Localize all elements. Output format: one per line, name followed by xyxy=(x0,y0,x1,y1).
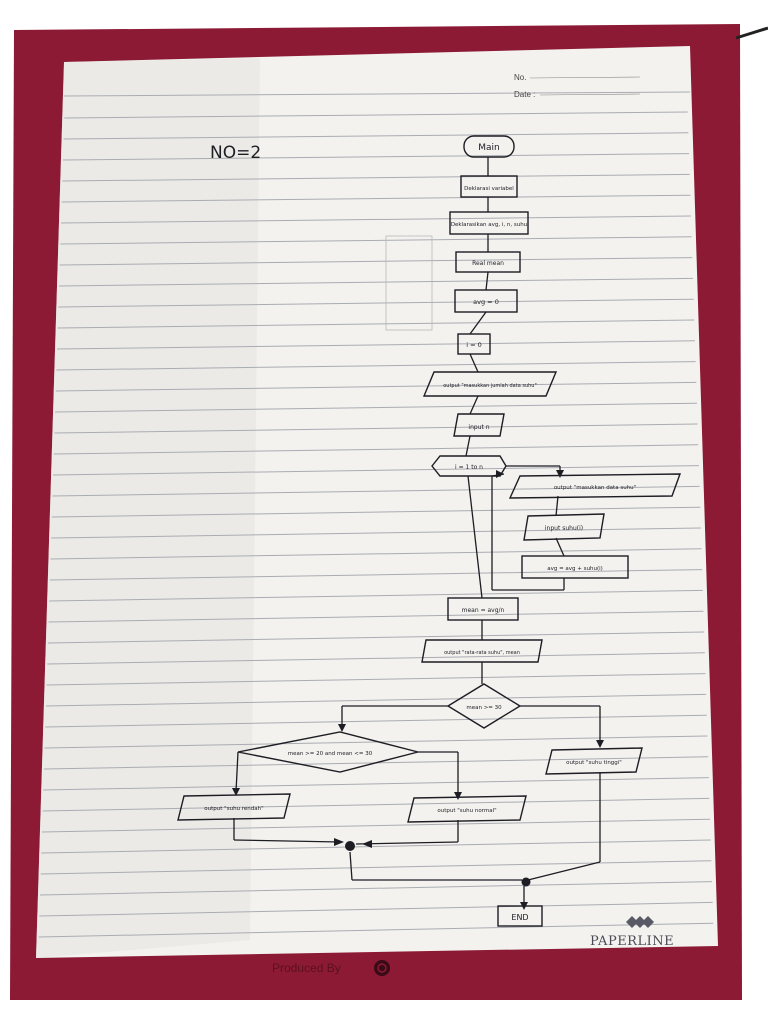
label-input-n: input n xyxy=(468,424,489,431)
ruled-line xyxy=(52,485,700,497)
process-declare-vars xyxy=(449,211,529,235)
ruled-line xyxy=(57,319,695,329)
label-avg-init: avg = 0 xyxy=(473,298,499,306)
ruled-line xyxy=(60,236,692,245)
ruled-line xyxy=(54,423,698,434)
label-declare-vars: Deklarasikan avg, i, n, suhu xyxy=(451,222,527,228)
label-loop: i = 1 to n xyxy=(455,464,483,471)
ruled-line xyxy=(39,901,713,917)
question-label: NO=2 xyxy=(210,143,261,163)
header-date-label: Date : xyxy=(514,90,535,99)
label-out-high: output "suhu tinggi" xyxy=(566,760,622,766)
ruled-line xyxy=(41,818,711,833)
process-loop-sum xyxy=(521,555,629,579)
ruled-line xyxy=(58,277,694,287)
ruled-line xyxy=(56,361,696,371)
ruled-line xyxy=(58,298,694,308)
label-out-normal: output "suhu normal" xyxy=(437,808,496,814)
label-i-init: i = 0 xyxy=(466,341,482,349)
process-i-init xyxy=(457,333,491,355)
ruled-line xyxy=(48,610,704,623)
io-loop-output xyxy=(508,473,682,499)
terminal-end xyxy=(497,905,543,927)
paperline-diamond-logo xyxy=(626,916,654,928)
decision-cond2 xyxy=(237,731,419,773)
label-loop-input: input suhu(i) xyxy=(545,525,583,532)
process-real xyxy=(455,251,521,273)
io-out-high xyxy=(545,747,643,775)
ruled-line xyxy=(43,777,709,791)
io-out-normal xyxy=(407,795,527,823)
process-mean xyxy=(447,597,519,621)
ruled-line xyxy=(53,465,699,476)
ruled-line xyxy=(50,548,702,560)
io-input-n xyxy=(453,413,505,437)
ruled-line xyxy=(62,173,690,182)
ruled-line xyxy=(47,631,705,644)
ruled-line xyxy=(40,860,712,875)
ruled-line xyxy=(51,506,701,518)
ruled-line xyxy=(45,714,707,728)
ruled-line xyxy=(44,735,708,749)
produced-by-text: Produced By xyxy=(272,961,341,975)
ruled-line xyxy=(60,215,692,224)
label-declare: Deklarasi variabel xyxy=(464,186,514,192)
label-end: END xyxy=(511,913,528,922)
label-loop-sum: avg = avg + suhu(i) xyxy=(547,566,603,572)
ruled-line xyxy=(61,194,691,203)
ruled-line xyxy=(45,693,707,707)
paperline-circle-logo xyxy=(374,960,390,976)
label-out-cold: output "suhu rendah" xyxy=(204,806,263,812)
ruled-line xyxy=(49,569,703,581)
process-avg-init xyxy=(454,289,518,313)
ruled-line xyxy=(49,589,703,602)
label-output-mean: output "rata-rata suhu", mean xyxy=(444,650,520,656)
faint-ghost-box xyxy=(385,235,433,331)
ruled-line xyxy=(55,381,697,392)
decision-cond1 xyxy=(446,683,522,729)
header-no-label: No. xyxy=(514,73,526,82)
board-clip-wire xyxy=(735,26,768,40)
ruled-line xyxy=(59,257,693,266)
io-out-cold xyxy=(177,793,291,821)
loop-hexagon xyxy=(431,455,507,477)
label-output-prompt: output "masukkan jumlah data suhu" xyxy=(443,383,537,389)
label-real: Real mean xyxy=(472,260,504,267)
label-mean: mean = avg/n xyxy=(462,607,505,614)
terminal-main xyxy=(463,135,515,158)
ruled-line xyxy=(62,153,690,161)
end-connector xyxy=(521,877,531,887)
label-loop-output: output "masukkan data suhu" xyxy=(554,485,636,491)
io-loop-input xyxy=(523,513,605,541)
ruled-line xyxy=(46,673,706,686)
paperline-brand: PAPERLINE xyxy=(590,934,674,949)
flowchart xyxy=(233,157,601,906)
ruled-line xyxy=(57,340,695,350)
process-declare xyxy=(460,175,518,198)
ruled-line xyxy=(63,132,689,140)
merge-connector xyxy=(345,841,355,851)
ruled-line xyxy=(38,922,714,938)
io-output-prompt xyxy=(422,371,558,397)
ruled-line xyxy=(64,111,688,119)
label-main: Main xyxy=(478,143,500,153)
ruled-line xyxy=(53,444,699,455)
ruled-line xyxy=(42,797,710,812)
ruled-line xyxy=(47,652,705,665)
ruled-line xyxy=(41,839,711,854)
label-cond2: mean >= 20 and mean <= 30 xyxy=(288,751,373,757)
io-output-mean xyxy=(421,639,543,663)
label-cond1: mean >= 30 xyxy=(466,705,502,711)
ruled-line xyxy=(39,881,713,896)
ruled-line xyxy=(55,402,697,413)
ruled-line xyxy=(51,527,701,539)
